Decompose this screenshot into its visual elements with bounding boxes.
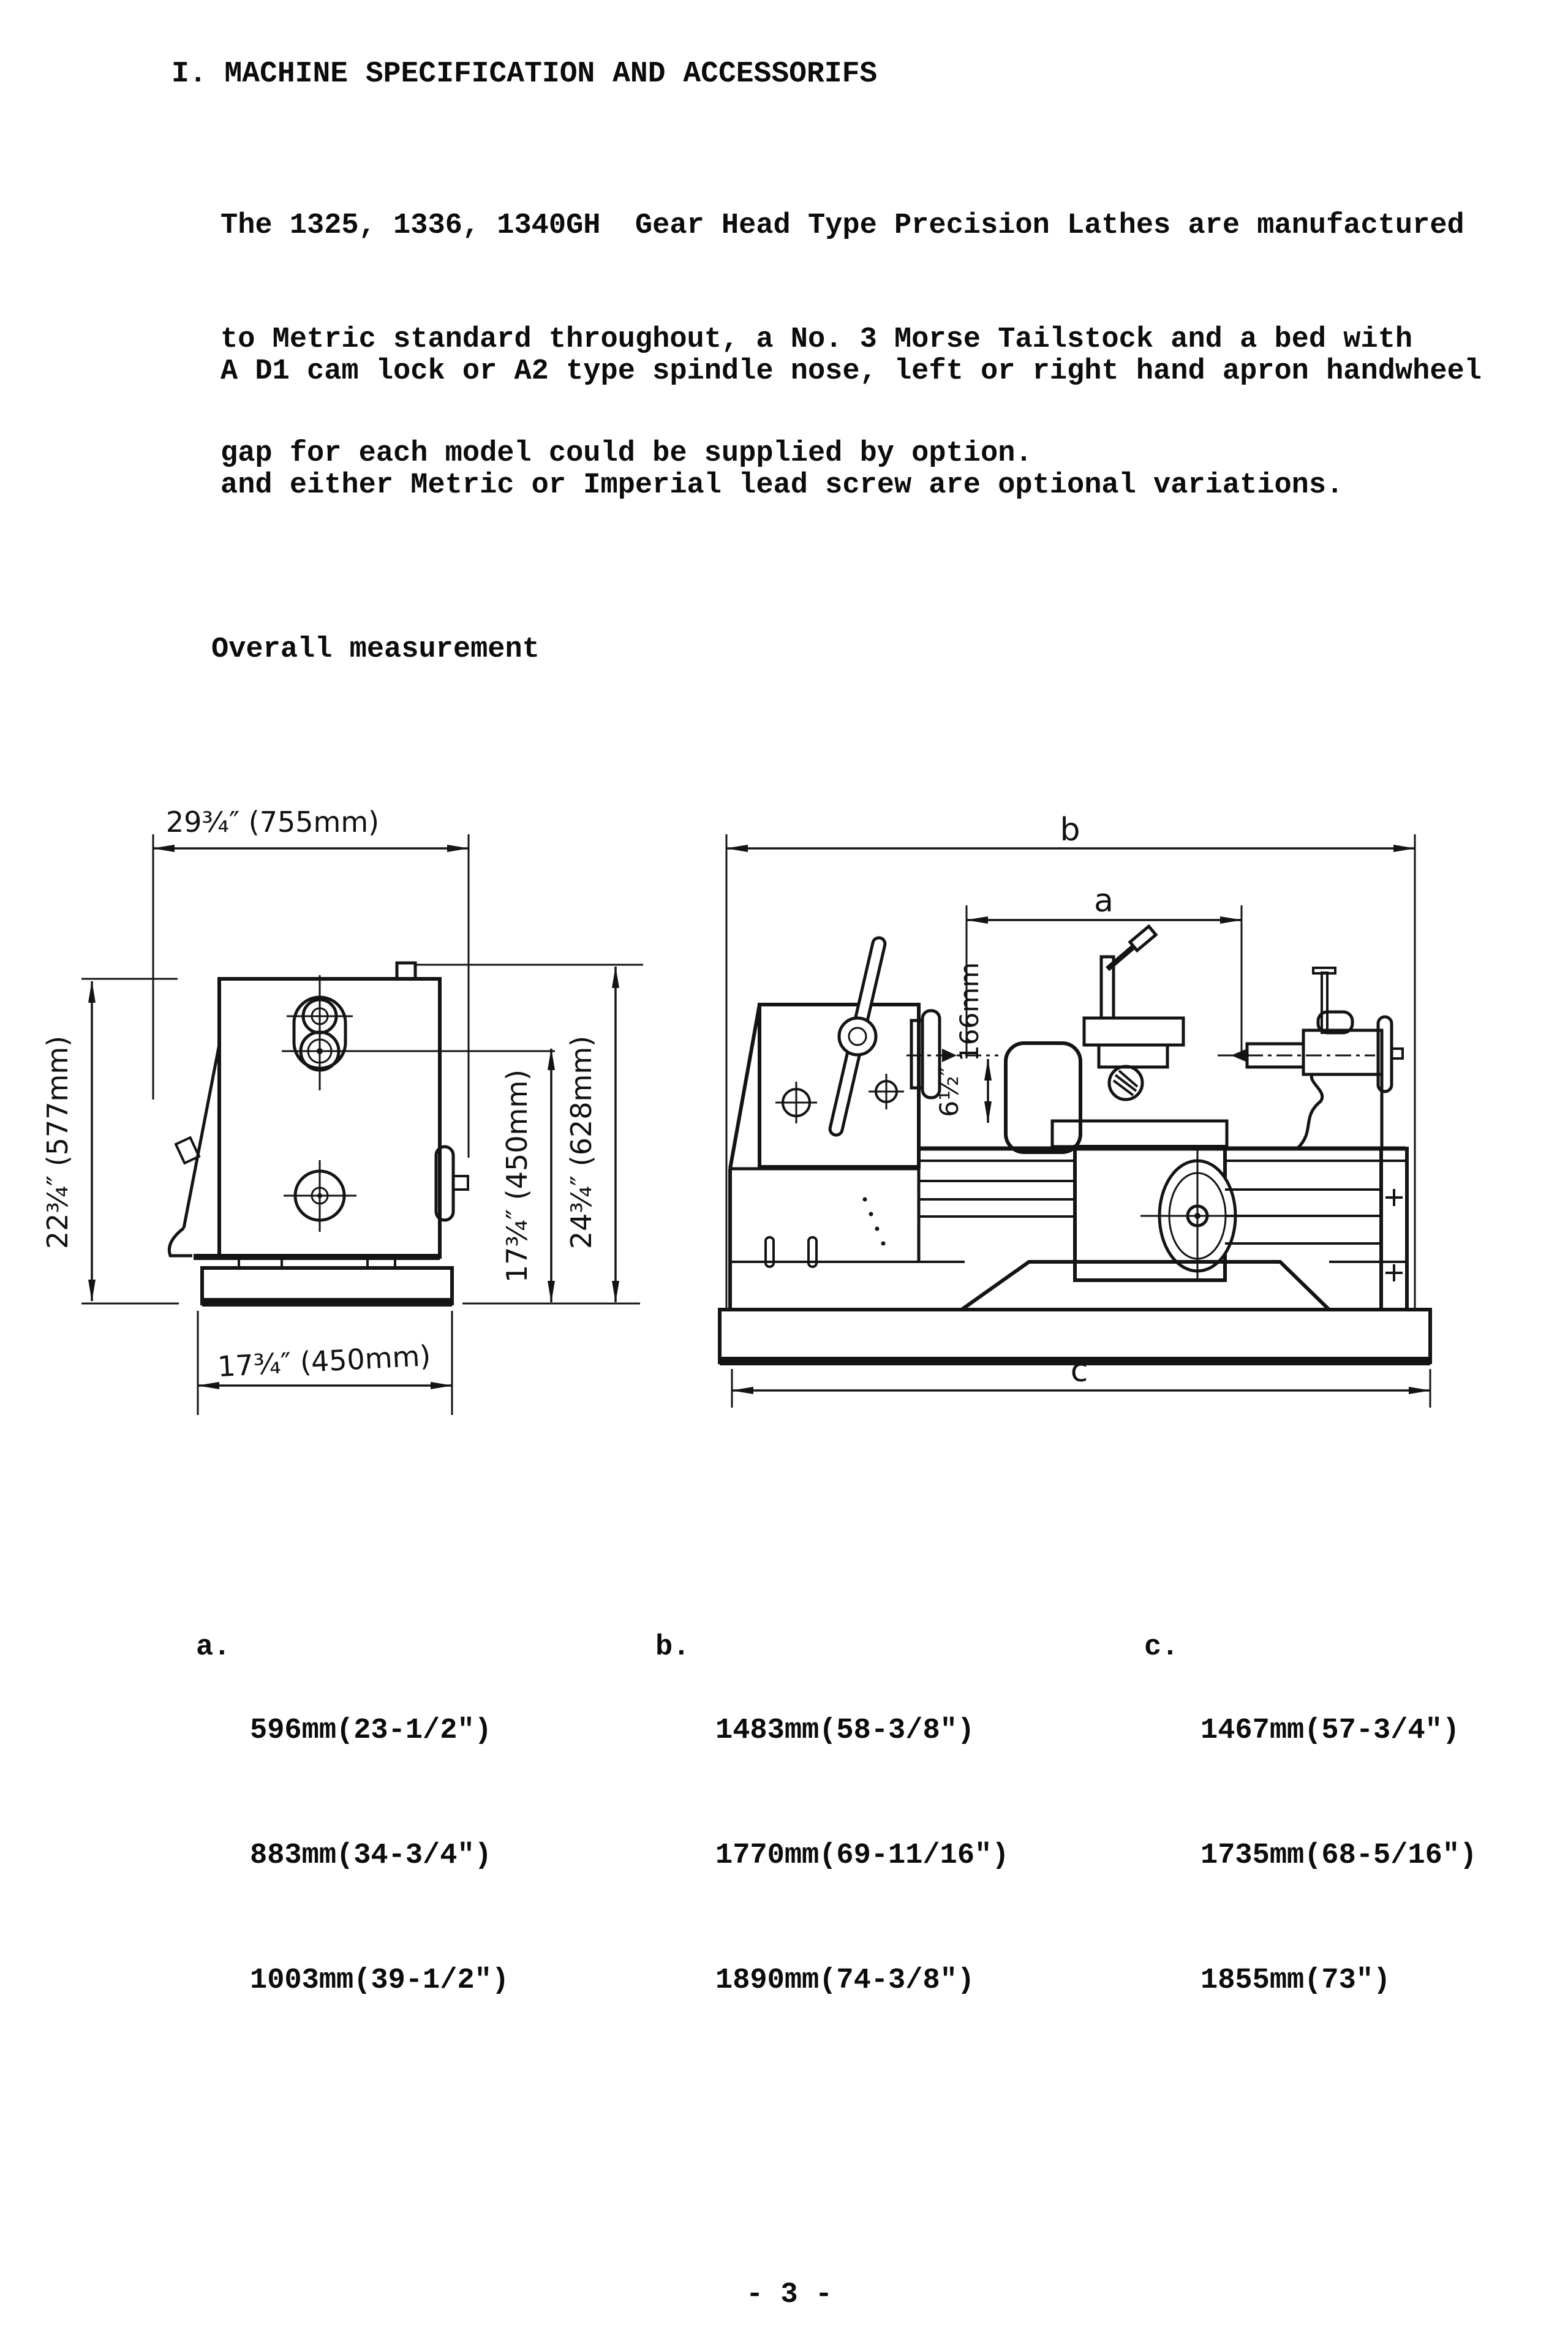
legend-value: 1483mm(58-3/8") [715, 1714, 975, 1747]
legend-c-values: 1467mm(57-3/4") 1735mm(68-5/16") 1855mm(… [1200, 1627, 1477, 2085]
legend-value: 596mm(23-1/2") [250, 1714, 492, 1747]
dim-base-width: 17¾″ (450mm) [197, 1311, 453, 1415]
dim-label-6half: 6½″ [934, 1066, 964, 1117]
dim-height-outer: 24¾″ (628mm) [417, 964, 643, 1303]
legend-a-key: a. [196, 1631, 231, 1664]
headstock [728, 936, 921, 1310]
tailstock [1218, 967, 1404, 1150]
dim-overall-height: 22¾″ (577mm) [41, 978, 179, 1305]
dim-label: 29¾″ (755mm) [166, 805, 379, 839]
gear-cover [1004, 1041, 1082, 1154]
paragraph-line: A D1 cam lock or A2 type spindle nose, l… [221, 355, 1482, 388]
section-label: Overall measurement [211, 633, 540, 666]
dim-c: c [731, 1352, 1431, 1408]
dim-b: b [725, 815, 1416, 1310]
lathe-end-view [167, 961, 555, 1307]
legend-value: 1855mm(73") [1200, 1964, 1391, 1997]
legend-value: 883mm(34-3/4") [250, 1839, 492, 1872]
dim-label-166mm: 166mm [954, 962, 984, 1062]
carriage [1050, 924, 1256, 1282]
end-view-drawing: 29¾″ (755mm) 22¾″ (577mm) [41, 805, 643, 1415]
dim-center-height: 166mm 6½″ [934, 962, 992, 1123]
paragraph-line: The 1325, 1336, 1340GH Gear Head Type Pr… [221, 209, 1464, 242]
dim-a: a [965, 883, 1243, 1058]
dim-label-b: b [1060, 815, 1080, 848]
dim-height-inner: 17¾″ (450mm) [462, 1048, 640, 1305]
side-view-drawing: b a [718, 815, 1432, 1408]
legend-value: 1890mm(74-3/8") [715, 1964, 975, 1997]
page-number: - 3 - [746, 2279, 833, 2311]
dim-label-a: a [1094, 883, 1114, 919]
page-title: I. MACHINE SPECIFICATION AND ACCESSORIFS [172, 58, 878, 91]
dim-overall-width: 29¾″ (755mm) [152, 805, 470, 1158]
legend-c-key: c. [1144, 1631, 1179, 1664]
paragraph-line: to Metric standard throughout, a No. 3 M… [221, 323, 1413, 356]
dim-label: 22¾″ (577mm) [41, 1036, 74, 1249]
legend-b-key: b. [655, 1631, 690, 1664]
legend-value: 1735mm(68-5/16") [1200, 1839, 1477, 1872]
legend-a-values: 596mm(23-1/2") 883mm(34-3/4") 1003mm(39-… [250, 1627, 509, 2085]
legend-value: 1003mm(39-1/2") [250, 1964, 510, 1997]
paragraph-1: The 1325, 1336, 1340GH Gear Head Type Pr… [221, 131, 1464, 549]
paragraph-line: and either Metric or Imperial lead screw… [221, 469, 1344, 502]
dim-label: 24¾″ (628mm) [565, 1036, 598, 1249]
legend-value: 1467mm(57-3/4") [1200, 1714, 1460, 1747]
legend-value: 1770mm(69-11/16") [715, 1839, 1009, 1872]
dim-label: 17¾″ (450mm) [217, 1339, 432, 1383]
dim-label: 17¾″ (450mm) [500, 1069, 533, 1283]
base-stand [718, 1260, 1432, 1365]
legend-b-values: 1483mm(58-3/8") 1770mm(69-11/16") 1890mm… [715, 1627, 1009, 2085]
paragraph-2: A D1 cam lock or A2 type spindle nose, l… [221, 277, 1482, 581]
dim-label-c: c [1071, 1352, 1088, 1389]
paragraph-line: gap for each model could be supplied by … [221, 437, 1033, 470]
chuck [907, 1009, 998, 1100]
